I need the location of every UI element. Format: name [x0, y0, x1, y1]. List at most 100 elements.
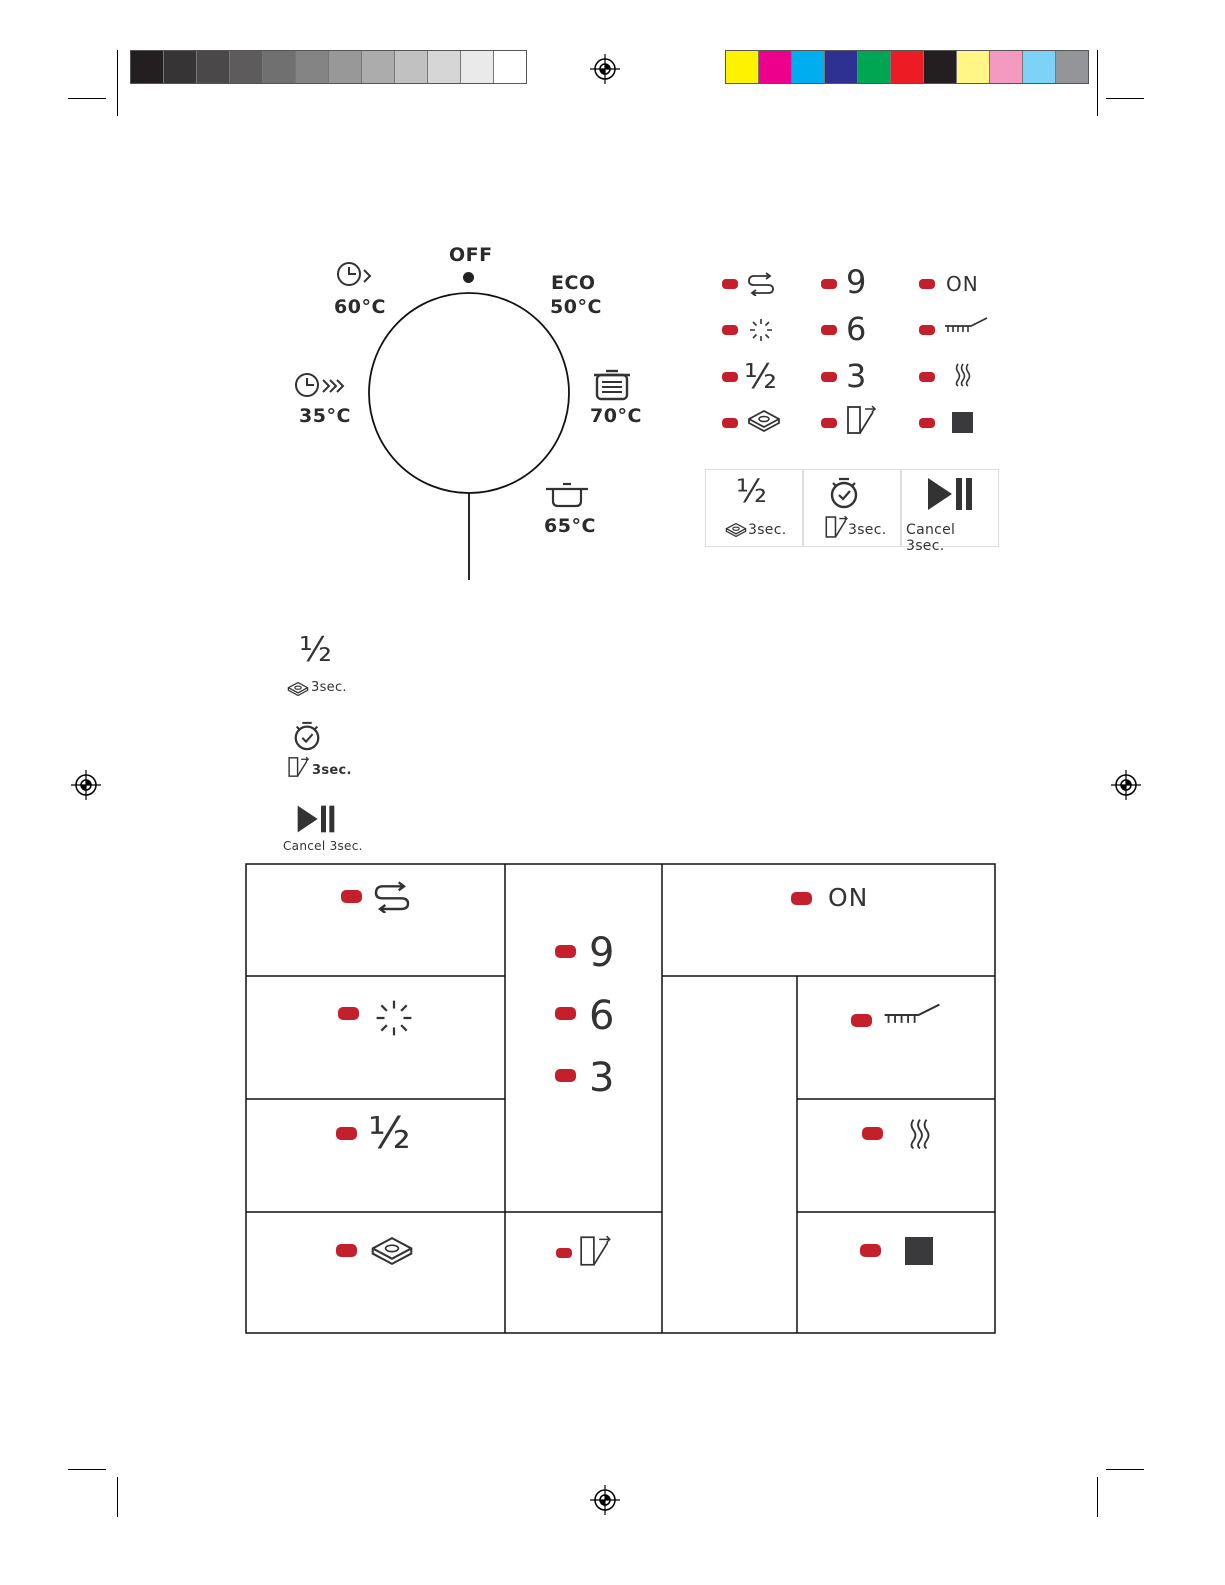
delay-start-button[interactable]: 3sec. — [803, 469, 901, 547]
table-on-label: ON — [828, 883, 868, 912]
grayscale-swatch — [230, 51, 263, 83]
indicator-led — [722, 418, 738, 428]
trim-mark — [68, 1469, 106, 1470]
dial-off-label: OFF — [449, 244, 493, 266]
delay-3h-label: 3 — [846, 357, 866, 395]
table-delay-9h-label: 9 — [589, 930, 614, 976]
play-pause-icon — [296, 804, 336, 834]
legend-half-load-label: ½ — [299, 630, 332, 670]
indicator-led — [722, 372, 738, 382]
grayscale-swatch — [428, 51, 461, 83]
registration-mark-icon — [590, 1485, 620, 1515]
table-led — [555, 1007, 576, 1020]
start-pause-button[interactable]: Cancel 3sec. — [901, 469, 999, 547]
legend-hold-hint: Cancel 3sec. — [283, 839, 363, 853]
table-delay-3h-label: 3 — [589, 1055, 614, 1101]
process-color-swatch — [792, 51, 825, 83]
grayscale-swatch — [263, 51, 296, 83]
process-color-swatch — [1023, 51, 1056, 83]
grayscale-swatch — [494, 51, 526, 83]
delay-9h-label: 9 — [846, 263, 866, 301]
button-hold-hint: 3sec. — [748, 522, 786, 538]
table-led — [556, 1248, 572, 1258]
indicator-led — [919, 372, 935, 382]
tablet-icon — [746, 407, 782, 435]
timer-icon — [828, 476, 860, 510]
button-hold-hint: Cancel 3sec. — [906, 522, 998, 554]
dial-eco-temp: 50°C — [550, 296, 602, 318]
dial-65-temp: 65°C — [544, 515, 596, 537]
grayscale-swatch — [395, 51, 428, 83]
intensive-pot-icon — [592, 367, 632, 403]
process-color-swatch — [891, 51, 924, 83]
indicator-led — [821, 325, 837, 335]
trim-mark — [1097, 1477, 1098, 1517]
table-led — [851, 1014, 872, 1027]
registration-mark-icon — [1111, 770, 1141, 800]
grayscale-swatch — [329, 51, 362, 83]
play-pause-icon — [926, 476, 974, 512]
salt-sparkle-icon — [374, 999, 414, 1037]
process-color-swatch — [825, 51, 858, 83]
grayscale-calibration-strip — [130, 50, 527, 84]
process-color-calibration-strip — [725, 50, 1089, 84]
trim-mark — [117, 50, 118, 116]
end-square-icon — [952, 412, 973, 433]
indicator-led — [722, 325, 738, 335]
rinse-aid-icon — [746, 272, 776, 296]
clock-delay-icon — [336, 261, 378, 289]
half-load-button-label: ½ — [736, 472, 767, 510]
salt-sparkle-icon — [749, 318, 773, 342]
grayscale-swatch — [197, 51, 230, 83]
door-open-icon — [845, 404, 879, 436]
process-color-swatch — [726, 51, 759, 83]
table-led — [336, 1244, 357, 1257]
dial-60-temp: 60°C — [334, 296, 386, 318]
indicator-led — [722, 279, 738, 289]
tablet-icon — [368, 1233, 416, 1269]
legend-hold-hint: 3sec. — [312, 763, 352, 778]
wash-arm-icon — [943, 316, 989, 336]
rinse-aid-icon — [372, 881, 412, 913]
normal-pot-icon — [544, 479, 590, 509]
indicator-led — [821, 418, 837, 428]
door-open-icon — [824, 514, 850, 540]
table-half-load-label: ½ — [368, 1108, 411, 1159]
end-square-icon — [905, 1237, 933, 1265]
process-color-swatch — [924, 51, 957, 83]
indicator-led — [821, 372, 837, 382]
half-load-indicator-label: ½ — [744, 357, 777, 397]
program-dial[interactable] — [360, 290, 580, 582]
table-delay-6h-label: 6 — [589, 993, 614, 1039]
timer-icon — [292, 720, 322, 752]
dial-eco-label: ECO — [551, 272, 596, 294]
trim-mark — [1106, 1469, 1144, 1470]
grayscale-swatch — [164, 51, 197, 83]
door-open-icon — [287, 755, 311, 779]
table-led — [555, 1069, 576, 1082]
table-led — [791, 892, 812, 905]
drying-icon — [954, 362, 972, 388]
process-color-swatch — [957, 51, 990, 83]
half-load-button[interactable]: ½ 3sec. — [705, 469, 803, 547]
table-led — [555, 945, 576, 958]
delay-6h-label: 6 — [846, 310, 866, 348]
grayscale-swatch — [362, 51, 395, 83]
table-led — [341, 890, 362, 903]
indicator-led — [821, 279, 837, 289]
drying-icon — [908, 1117, 932, 1151]
grayscale-swatch — [461, 51, 494, 83]
button-hold-hint: 3sec. — [848, 522, 886, 538]
table-led — [860, 1244, 881, 1257]
legend-hold-hint: 3sec. — [311, 680, 347, 695]
tablet-icon — [723, 521, 749, 539]
trim-mark — [117, 1477, 118, 1517]
grayscale-swatch — [296, 51, 329, 83]
registration-mark-icon — [71, 770, 101, 800]
trim-mark — [1106, 98, 1144, 99]
process-color-swatch — [1056, 51, 1088, 83]
indicator-led — [919, 279, 935, 289]
grayscale-swatch — [131, 51, 164, 83]
table-led — [338, 1007, 359, 1020]
process-color-swatch — [759, 51, 792, 83]
